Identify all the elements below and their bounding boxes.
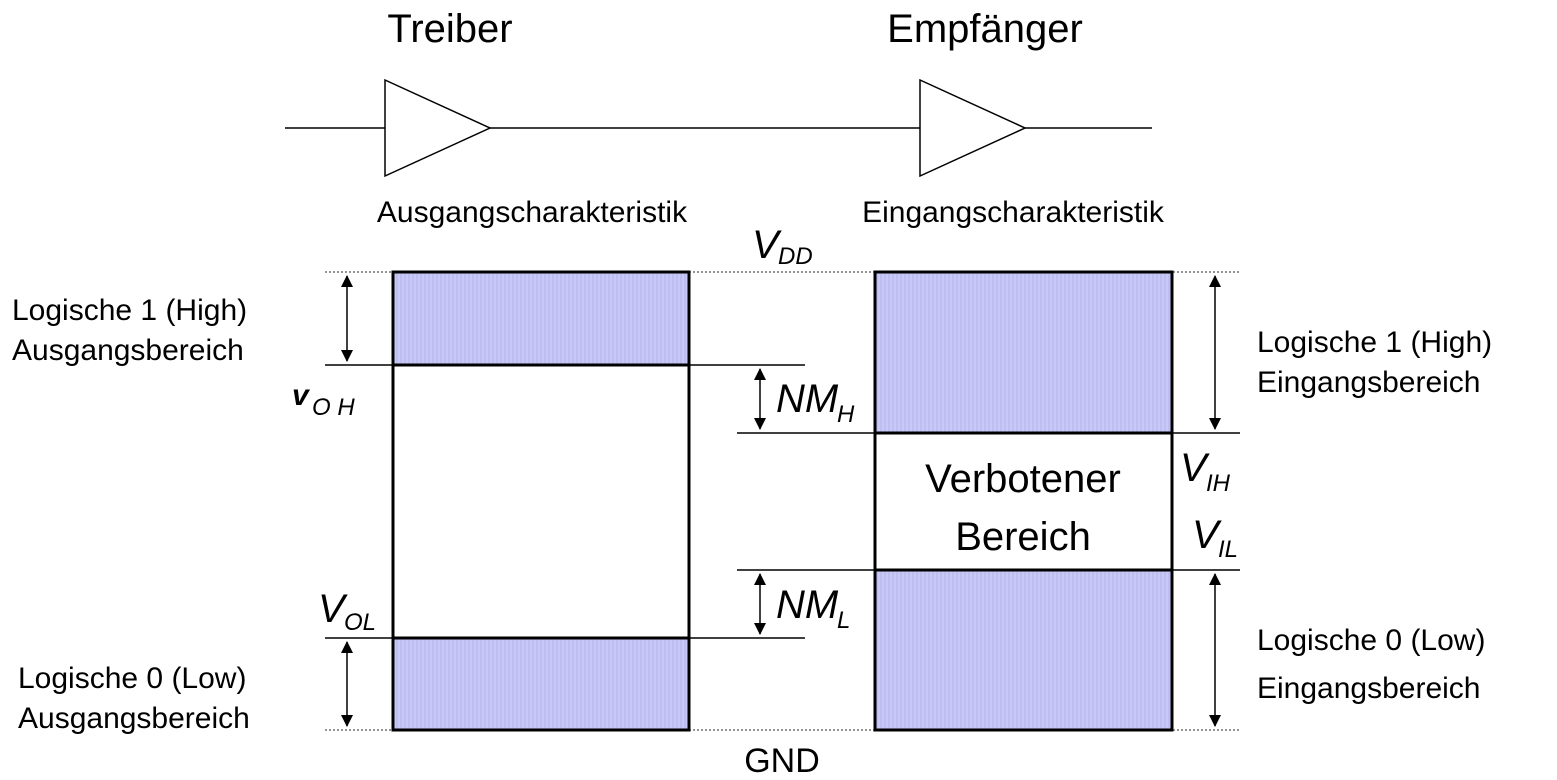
output-characteristic-box	[391, 270, 691, 732]
receiver-title: Empfänger	[887, 7, 1083, 51]
input-characteristic-box	[873, 270, 1174, 732]
svg-text:V: V	[752, 223, 782, 267]
svg-text:v: v	[292, 379, 311, 412]
svg-text:NM: NM	[776, 377, 839, 421]
input-characteristic-label: Eingangscharakteristik	[862, 196, 1165, 229]
vol-label: V OL	[318, 587, 376, 636]
output-high-label-2: Ausgangsbereich	[12, 334, 244, 367]
output-low-region	[393, 638, 689, 730]
svg-text:OL: OL	[344, 609, 376, 636]
svg-text:H: H	[837, 401, 855, 428]
svg-text:V: V	[318, 587, 348, 631]
input-high-label-1: Logische 1 (High)	[1257, 326, 1492, 359]
svg-text:L: L	[837, 607, 850, 634]
driver-buffer-icon	[384, 78, 492, 178]
forbidden-label-1: Verbotener	[925, 457, 1121, 501]
input-low-label-2: Eingangsbereich	[1257, 672, 1481, 705]
svg-text:IH: IH	[1206, 470, 1231, 497]
svg-text:DD: DD	[778, 243, 813, 270]
input-low-label-1: Logische 0 (Low)	[1257, 624, 1485, 657]
svg-text:V: V	[1192, 513, 1222, 557]
output-high-label-1: Logische 1 (High)	[12, 294, 247, 327]
input-high-label-2: Eingangsbereich	[1257, 366, 1481, 399]
svg-text:NM: NM	[776, 583, 839, 627]
svg-text:V: V	[1180, 446, 1210, 490]
vdd-label: V DD	[752, 223, 813, 270]
svg-text:O H: O H	[312, 394, 355, 421]
output-low-label-1: Logische 0 (Low)	[18, 662, 246, 695]
svg-text:IL: IL	[1218, 536, 1238, 563]
nml-label: NM L	[776, 583, 850, 634]
input-low-region	[875, 570, 1172, 730]
output-high-region	[393, 272, 689, 365]
output-characteristic-label: Ausgangscharakteristik	[377, 196, 688, 229]
forbidden-label-2: Bereich	[955, 515, 1091, 559]
vih-label: V IH	[1180, 446, 1231, 497]
nmh-label: NM H	[776, 377, 855, 428]
driver-title: Treiber	[387, 7, 512, 51]
voh-label: v O H	[292, 379, 355, 421]
vil-label: V IL	[1192, 513, 1238, 563]
output-low-label-2: Ausgangsbereich	[18, 702, 250, 735]
receiver-buffer-icon	[919, 78, 1027, 178]
input-high-region	[875, 272, 1172, 433]
gnd-label: GND	[744, 742, 820, 780]
